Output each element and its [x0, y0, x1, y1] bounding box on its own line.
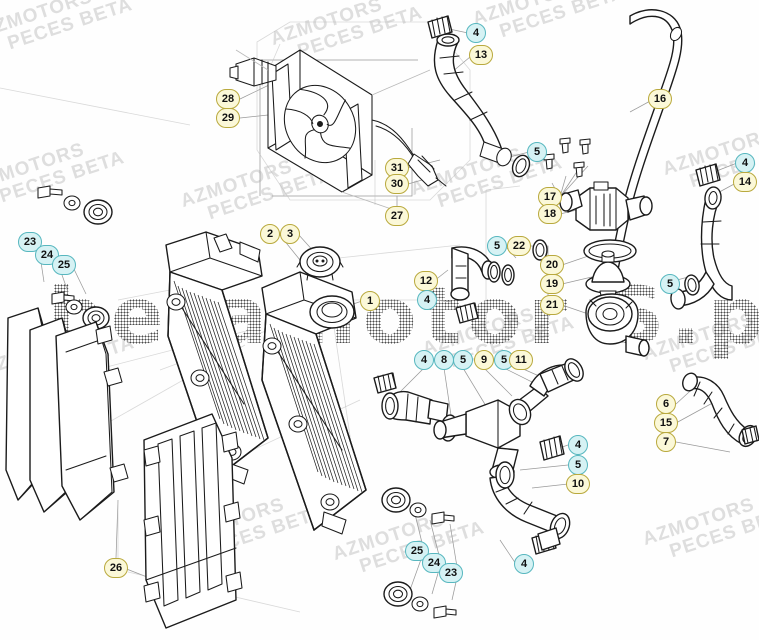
callout-badge-12[interactable]: 12	[414, 271, 438, 291]
callout-badge-1[interactable]: 1	[360, 291, 380, 311]
callout-badge-9[interactable]: 9	[474, 350, 494, 370]
fan-assembly-group	[229, 49, 447, 213]
callout-badge-5[interactable]: 5	[453, 350, 473, 370]
callout-badge-4[interactable]: 4	[568, 435, 588, 455]
thermostat-assembly	[532, 137, 653, 357]
callout-badge-22[interactable]: 22	[507, 236, 531, 256]
hose-14	[670, 163, 733, 310]
callout-badge-29[interactable]: 29	[216, 108, 240, 128]
callout-badge-3[interactable]: 3	[280, 224, 300, 244]
callout-badge-2[interactable]: 2	[260, 224, 280, 244]
callout-badge-5[interactable]: 5	[527, 142, 547, 162]
callout-badge-16[interactable]: 16	[648, 89, 672, 109]
callout-badge-7[interactable]: 7	[656, 432, 676, 452]
callout-badge-4[interactable]: 4	[466, 23, 486, 43]
callout-badge-10[interactable]: 10	[566, 474, 590, 494]
callout-badge-19[interactable]: 19	[540, 274, 564, 294]
elbow-12	[450, 246, 515, 324]
callout-badge-13[interactable]: 13	[469, 45, 493, 65]
callout-badge-23[interactable]: 23	[18, 232, 42, 252]
radiator-right	[261, 246, 367, 535]
hose-manifold-group	[373, 358, 584, 555]
radiator-guard-left	[5, 307, 129, 521]
callout-badge-25[interactable]: 25	[52, 255, 76, 275]
callout-badge-8[interactable]: 8	[434, 350, 454, 370]
callout-badge-4[interactable]: 4	[414, 350, 434, 370]
callout-badge-28[interactable]: 28	[216, 89, 240, 109]
callout-badge-30[interactable]: 30	[385, 174, 409, 194]
callout-badge-4[interactable]: 4	[417, 290, 437, 310]
hose-6-15-7	[682, 372, 759, 448]
callout-badge-15[interactable]: 15	[654, 413, 678, 433]
callout-badge-6[interactable]: 6	[656, 394, 676, 414]
callout-badge-14[interactable]: 14	[733, 172, 757, 192]
callout-badge-5[interactable]: 5	[487, 236, 507, 256]
callout-badge-4[interactable]: 4	[514, 554, 534, 574]
radiator-guard-louvered	[143, 413, 243, 629]
callout-badge-20[interactable]: 20	[540, 255, 564, 275]
callout-badge-23[interactable]: 23	[439, 563, 463, 583]
bottom-hardware	[381, 487, 561, 619]
callout-badge-5[interactable]: 5	[568, 455, 588, 475]
callout-badge-21[interactable]: 21	[540, 295, 564, 315]
callout-badge-26[interactable]: 26	[104, 558, 128, 578]
callout-badge-5[interactable]: 5	[660, 274, 680, 294]
hose-13	[427, 15, 531, 178]
callout-badge-18[interactable]: 18	[538, 204, 562, 224]
callout-badge-11[interactable]: 11	[509, 350, 533, 370]
callout-badge-27[interactable]: 27	[385, 206, 409, 226]
callout-badge-4[interactable]: 4	[735, 153, 755, 173]
